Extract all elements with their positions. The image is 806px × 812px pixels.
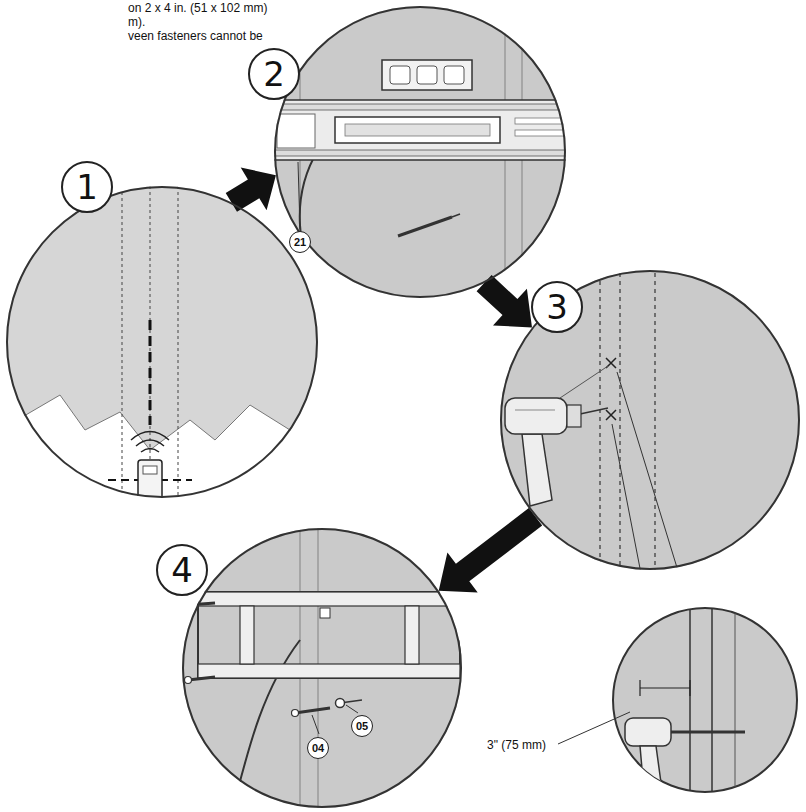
drilling-scene	[515, 410, 555, 411]
bracket-scene	[180, 525, 470, 812]
wall-plate-scene	[277, 114, 315, 148]
drilling-scene	[606, 410, 616, 420]
wall-plate-scene	[390, 66, 410, 84]
wall-plate-scene	[262, 0, 588, 300]
bracket-scene	[185, 602, 192, 609]
stud-finder-scene	[138, 460, 162, 500]
step-circle: 2	[274, 6, 566, 298]
drilling-scene	[654, 265, 655, 575]
detail-magnifier	[711, 600, 713, 800]
bracket-scene	[198, 592, 460, 606]
detail-magnifier	[735, 600, 736, 800]
stud-finder-scene	[131, 432, 169, 441]
bracket-scene	[188, 603, 215, 605]
stud-finder-scene	[0, 395, 330, 510]
drilling-scene	[522, 434, 552, 506]
step-number: 4	[156, 544, 208, 596]
drilling-scene	[612, 424, 650, 620]
detail-magnifier	[639, 680, 640, 696]
drilling-scene	[619, 265, 620, 575]
bracket-scene	[185, 677, 192, 684]
wall-plate-scene	[382, 60, 472, 90]
dimension-label: 3" (75 mm)	[486, 738, 547, 752]
leader-line	[346, 705, 358, 713]
detail-magnifier	[689, 600, 691, 800]
drilling-scene	[567, 405, 581, 427]
stud-finder-scene	[0, 180, 330, 510]
bracket-scene	[292, 710, 299, 717]
drilling-scene	[580, 408, 608, 414]
detail-magnifier	[625, 718, 671, 746]
bracket-scene	[405, 606, 419, 664]
bracket-scene	[336, 699, 345, 708]
stud-finder-scene	[149, 320, 152, 425]
step-arrow	[439, 508, 543, 592]
detail-magnifier	[640, 687, 690, 688]
step-arrow	[226, 167, 276, 211]
stud-finder-scene	[150, 186, 151, 500]
bracket-scene	[198, 664, 460, 678]
step-circle: 1	[6, 186, 318, 498]
stud-finder-scene	[141, 449, 159, 453]
callout-number: 04	[307, 737, 329, 759]
stud-finder-scene	[136, 440, 164, 446]
drilling-scene	[495, 265, 805, 575]
stud-finder-scene	[122, 186, 123, 500]
wall-plate-scene	[335, 117, 500, 143]
wall-plate-scene	[417, 66, 437, 84]
drilling-scene	[617, 372, 690, 610]
wall-plate-scene	[515, 130, 570, 136]
wall-plate-scene	[300, 150, 318, 300]
stud-finder-scene	[0, 180, 330, 510]
bracket-scene	[295, 708, 330, 713]
drilling-scene	[505, 398, 567, 434]
stud-finder-scene	[178, 186, 179, 500]
wall-plate-scene	[444, 66, 464, 84]
bracket-scene	[320, 608, 330, 618]
step-circle: 4	[182, 528, 462, 808]
wall-plate-scene	[262, 104, 588, 110]
leader-line	[298, 162, 300, 229]
wall-plate-scene	[398, 217, 452, 236]
stud-finder-scene	[143, 466, 157, 474]
detail-magnifier	[558, 712, 630, 744]
note-text: m).	[128, 15, 145, 29]
leader-line	[312, 715, 319, 734]
wall-plate-scene	[515, 118, 570, 124]
wall-plate-scene	[262, 150, 588, 156]
drilling-scene	[495, 265, 805, 620]
step-number: 1	[61, 161, 113, 213]
note-text: on 2 x 4 in. (51 x 102 mm)	[128, 1, 267, 15]
step-arrow	[477, 275, 532, 327]
callout-number: 05	[351, 715, 373, 737]
callout-number: 21	[289, 231, 311, 253]
wall-plate-scene	[345, 124, 490, 136]
bracket-scene	[180, 525, 470, 812]
drilling-scene	[560, 366, 608, 398]
drilling-scene	[599, 265, 600, 575]
detail-magnifier	[613, 608, 797, 792]
step-circle: 3	[500, 270, 800, 570]
detail-magnifier	[668, 731, 745, 734]
wall-plate-scene	[262, 100, 588, 160]
bracket-scene	[240, 606, 254, 664]
bracket-scene	[198, 592, 460, 678]
step-number: 2	[248, 48, 300, 100]
detail-magnifier	[689, 680, 690, 696]
note-text: veen fasteners cannot be	[128, 29, 263, 43]
step-number: 3	[531, 281, 583, 333]
detail-magnifier	[625, 600, 745, 800]
detail-magnifier	[640, 746, 662, 792]
detail-magnifier	[558, 600, 797, 800]
wall-plate-scene	[452, 214, 460, 217]
